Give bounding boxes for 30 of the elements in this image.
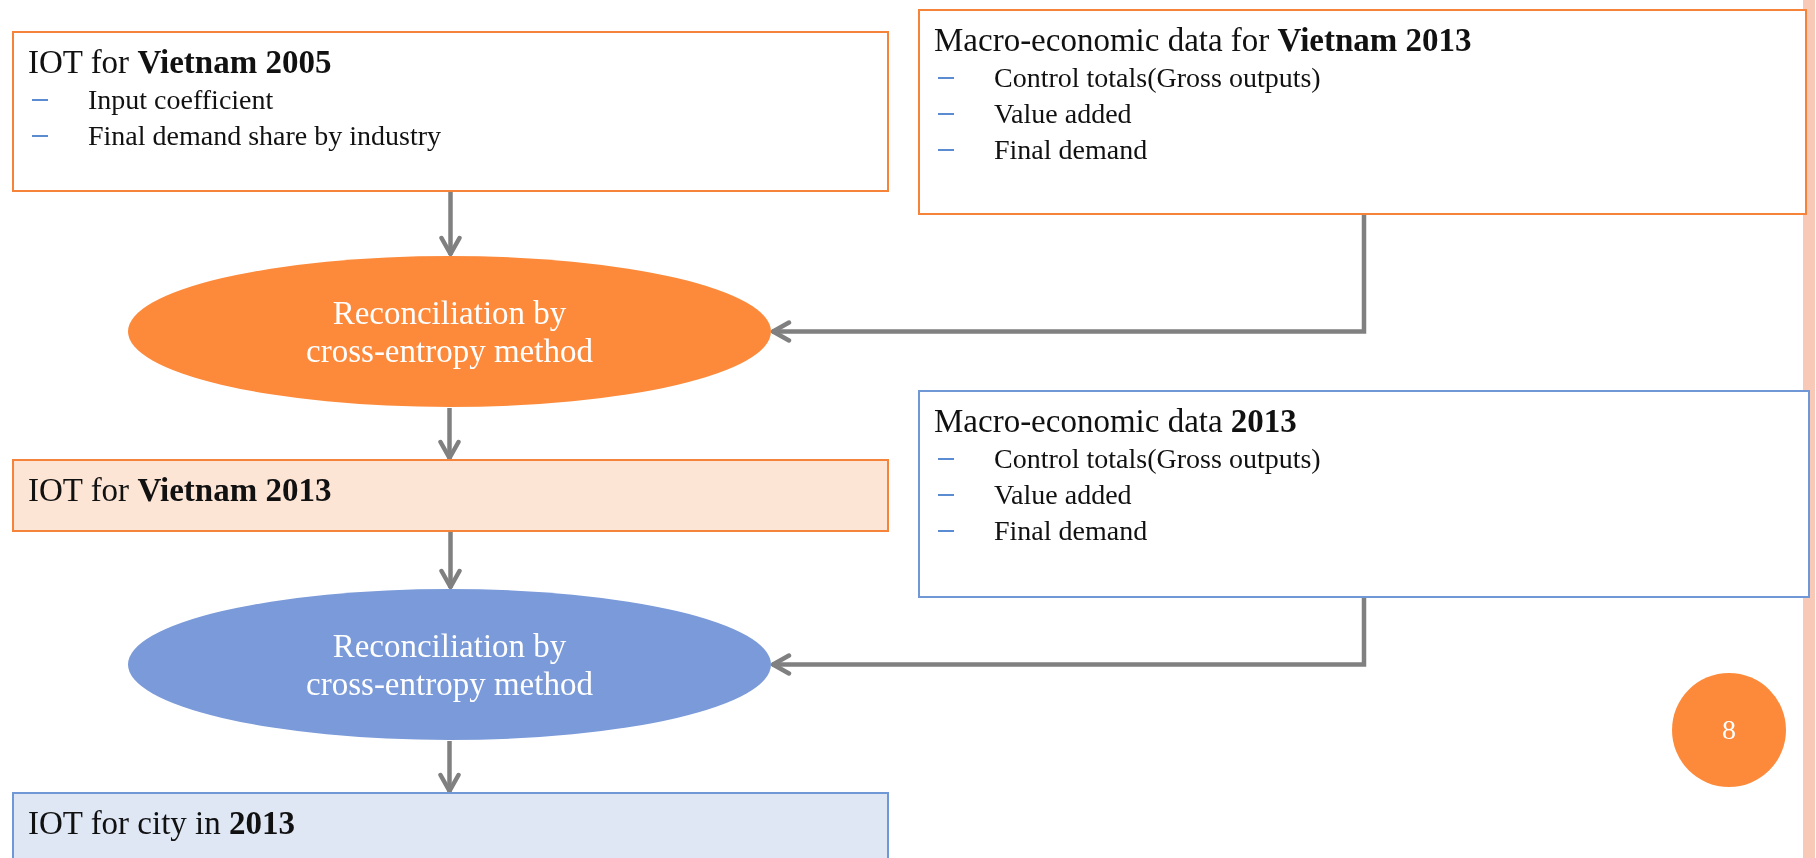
data-box <box>12 459 889 532</box>
box-heading: IOT for Vietnam 2013 <box>28 471 333 509</box>
data-box <box>12 31 889 192</box>
data-box <box>12 792 889 858</box>
process-ellipse <box>127 255 772 408</box>
list-item: Final demand <box>994 133 1148 167</box>
box-heading: IOT for city in 2013 <box>28 804 296 842</box>
list-item: Control totals(Gross outputs) <box>994 442 1321 476</box>
process-label: Reconciliation by cross-entropy method <box>305 626 594 703</box>
page-number-circle <box>1671 672 1787 788</box>
arrow <box>438 741 461 794</box>
arrow <box>439 532 462 590</box>
box-heading: Macro-economic data 2013 <box>934 402 1298 440</box>
process-label: Reconciliation by cross-entropy method <box>305 293 594 370</box>
arrow <box>438 408 461 461</box>
list-item: Control totals(Gross outputs) <box>994 61 1321 95</box>
box-heading: Macro-economic data for Vietnam 2013 <box>934 21 1473 59</box>
list-item: Final demand <box>994 514 1148 548</box>
arrow <box>770 598 1367 676</box>
page-number: 8 <box>1722 713 1736 747</box>
box-heading: IOT for Vietnam 2005 <box>28 43 333 81</box>
list-item: Value added <box>994 478 1132 512</box>
list-item: Final demand share by industry <box>88 119 442 153</box>
data-box <box>918 9 1807 215</box>
process-ellipse <box>127 588 772 741</box>
list-item: Input coefficient <box>88 83 274 117</box>
arrow <box>439 192 462 257</box>
list-item: Value added <box>994 97 1132 131</box>
arrow <box>770 215 1367 343</box>
data-box <box>918 390 1810 598</box>
